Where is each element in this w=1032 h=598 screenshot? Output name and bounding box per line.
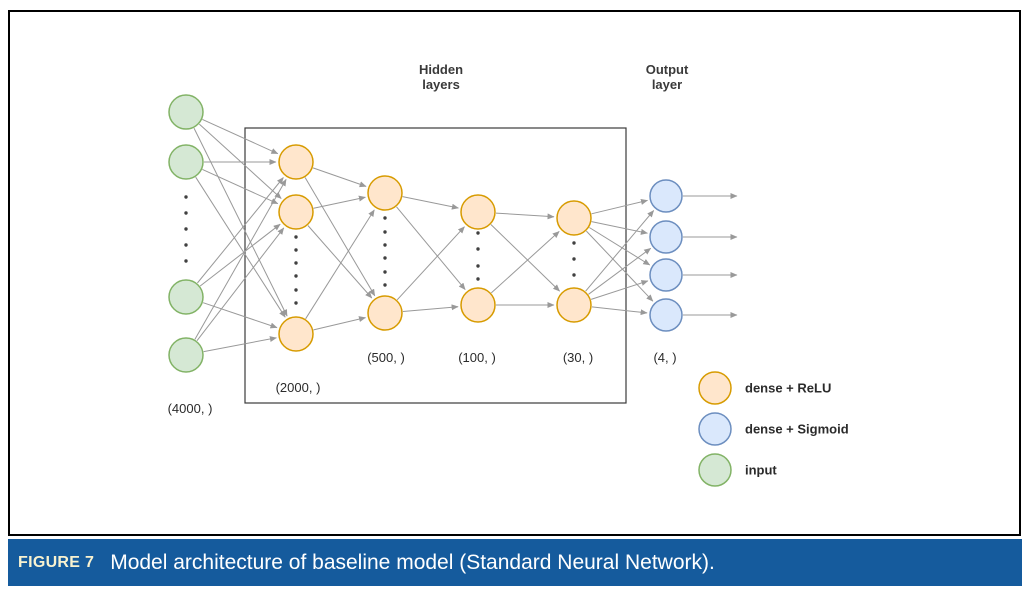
ellipsis-dot [184, 195, 188, 199]
ellipsis-dot [476, 247, 480, 251]
hidden-30-size-label: (30, ) [563, 350, 593, 365]
ellipsis-dot [476, 231, 480, 235]
ellipsis-dot [184, 259, 188, 263]
edge-arrow [304, 177, 376, 297]
hidden-100-node [460, 194, 496, 230]
edge-arrow [490, 231, 560, 294]
edge-arrow [198, 123, 282, 199]
hidden-layers-box [244, 127, 627, 404]
hidden-500-size-label: (500, ) [367, 350, 405, 365]
edge-arrow [199, 223, 281, 287]
legend-label-input: input [745, 463, 777, 478]
ellipsis-dot [184, 227, 188, 231]
ellipsis-dot [294, 274, 298, 278]
hidden-500-node [367, 175, 403, 211]
figure-number-label: FIGURE 7 [18, 553, 95, 571]
input-size-label: (4000, ) [168, 401, 213, 416]
legend-swatch-sigmoid [698, 412, 732, 446]
edge-arrow [203, 336, 277, 353]
hidden-30-node [556, 200, 592, 236]
figure-caption-text: Model architecture of baseline model (St… [110, 550, 715, 574]
ellipsis-dot [383, 230, 387, 234]
ellipsis-dot [383, 256, 387, 260]
edge-arrow [585, 210, 655, 292]
edge-arrow [313, 195, 366, 209]
ellipsis-dot [383, 283, 387, 287]
output-node [649, 220, 683, 254]
output-node [649, 258, 683, 292]
edge-arrow [586, 230, 654, 302]
input-node [168, 337, 204, 373]
input-node [168, 279, 204, 315]
ellipsis-dot [184, 211, 188, 215]
ellipsis-dot [294, 301, 298, 305]
hidden-2000-node [278, 316, 314, 352]
ellipsis-dot [294, 235, 298, 239]
edge-arrow [591, 306, 648, 316]
edge-arrow [396, 226, 465, 301]
ellipsis-dot [572, 257, 576, 261]
ellipsis-dot [476, 264, 480, 268]
input-node [168, 144, 204, 180]
hidden-2000-node [278, 144, 314, 180]
ellipsis-dot [184, 243, 188, 247]
ellipsis-dot [383, 270, 387, 274]
ellipsis-dot [383, 216, 387, 220]
edge-arrow [195, 176, 286, 318]
edge-arrow [197, 177, 284, 284]
legend-swatch-input [698, 453, 732, 487]
edge-arrow [202, 302, 278, 329]
edge-arrow [590, 280, 649, 300]
legend-label-sigmoid: dense + Sigmoid [745, 422, 849, 437]
edge-arrow [194, 178, 287, 340]
hidden-30-node [556, 287, 592, 323]
edge-arrow [193, 127, 288, 317]
edge-arrow [402, 196, 459, 210]
output-node [649, 179, 683, 213]
edge-arrow [202, 168, 279, 205]
hidden-100-node [460, 287, 496, 323]
legend-label-relu: dense + ReLU [745, 381, 831, 396]
edge-arrow [396, 206, 466, 290]
edge-arrow [307, 225, 373, 299]
edge-arrow [305, 209, 375, 320]
ellipsis-dot [294, 248, 298, 252]
ellipsis-dot [572, 273, 576, 277]
edge-arrow [402, 304, 459, 312]
edge-arrow [490, 224, 560, 292]
ellipsis-dot [294, 261, 298, 265]
hidden-2000-node [278, 194, 314, 230]
ellipsis-dot [476, 277, 480, 281]
hidden-100-size-label: (100, ) [458, 350, 496, 365]
edge-arrow [591, 221, 648, 235]
ellipsis-dot [572, 241, 576, 245]
edge-arrow [495, 212, 555, 220]
legend-swatch-relu [698, 371, 732, 405]
figure-caption-bar: FIGURE 7 Model architecture of baseline … [8, 539, 1022, 586]
edge-arrow [591, 198, 648, 215]
ellipsis-dot [383, 243, 387, 247]
edge-arrow [196, 227, 285, 342]
edge-arrow [313, 316, 366, 331]
ellipsis-dot [294, 288, 298, 292]
edge-arrow [202, 118, 279, 155]
output-size-label: (4, ) [653, 350, 676, 365]
hidden-500-node [367, 295, 403, 331]
output-node [649, 298, 683, 332]
input-node [168, 94, 204, 130]
edge-arrow [588, 247, 652, 295]
hidden-2000-size-label: (2000, ) [276, 380, 321, 395]
edge-arrow [312, 167, 367, 188]
edge-arrow [589, 227, 651, 266]
